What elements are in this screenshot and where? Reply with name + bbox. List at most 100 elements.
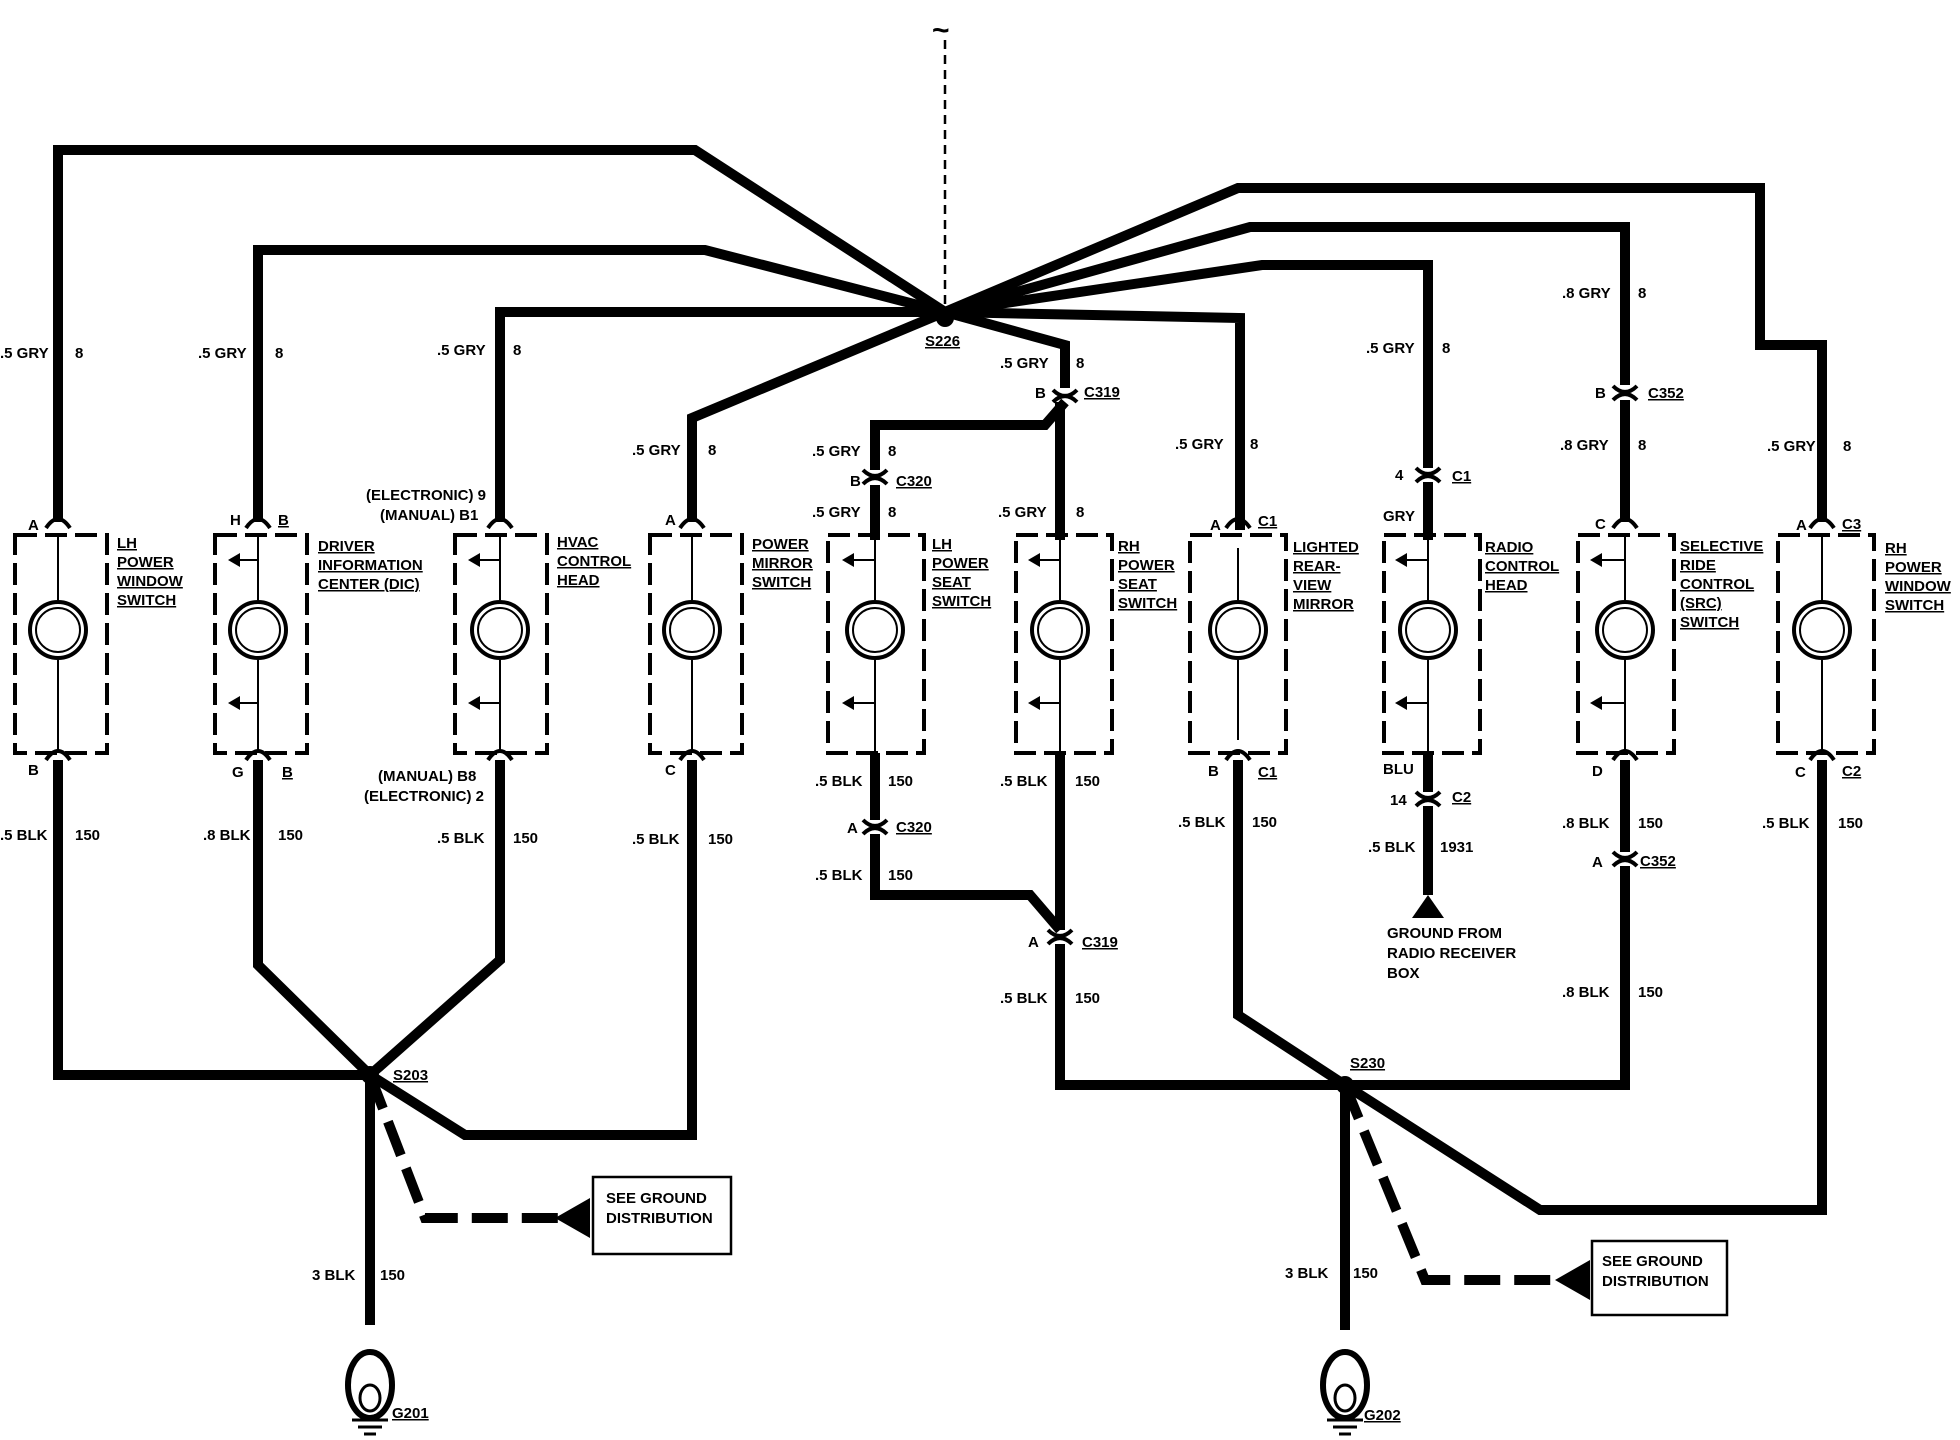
label-components-lh-power-seat-switch-1: POWER — [932, 555, 989, 572]
label-components-lighted-rearview-mirror-0: LIGHTED — [1293, 539, 1359, 556]
label-wire-labels-circuit-8: 8 — [513, 342, 521, 359]
label-wire-labels-circuit-150: 150 — [1075, 773, 1100, 790]
label-pins-D: D — [1592, 763, 1603, 780]
label-components-lighted-rearview-mirror-3: MIRROR — [1293, 596, 1354, 613]
lamp-rearview — [1208, 548, 1268, 740]
lamp-dic — [228, 535, 288, 753]
ground-g201: G201 — [345, 1349, 429, 1436]
label-connectors-c352: C352 — [1648, 385, 1684, 402]
label-wire-labels-circuit-150: 150 — [1638, 815, 1663, 832]
label-connectors-c1: C1 — [1452, 468, 1471, 485]
label-wire-labels-blu: BLU — [1383, 761, 1414, 778]
ground-arrows — [555, 1198, 1590, 1300]
label-pins-A: A — [847, 820, 858, 837]
radio-ground-label: GROUND FROM RADIO RECEIVER BOX — [1387, 925, 1516, 982]
label-pins-B: B — [1208, 763, 1219, 780]
label-radio-ground-1: RADIO RECEIVER — [1387, 945, 1516, 962]
label-components-rh-power-seat-switch-3: SWITCH — [1118, 595, 1177, 612]
label-pins-hvac-top-1: (MANUAL) B1 — [380, 507, 478, 524]
label-wire-labels-circuit-150: 150 — [1838, 815, 1863, 832]
label-components-power-mirror-switch-1: MIRROR — [752, 555, 813, 572]
lh-power-window-switch-label: LH POWER WINDOW SWITCH — [117, 535, 184, 609]
label-pins-H: H — [230, 512, 241, 529]
top-lead: ~ — [932, 14, 950, 312]
label-wire-labels-circuit-150: 150 — [888, 773, 913, 790]
label-components-selective-ride-control-1: RIDE — [1680, 557, 1716, 574]
label-components-rh-power-seat-switch-1: POWER — [1118, 557, 1175, 574]
label-wire-labels-circuit-150: 150 — [888, 867, 913, 884]
label-pins-C: C — [1595, 516, 1606, 533]
see-ground-1-line2: DISTRIBUTION — [606, 1210, 713, 1227]
label-components-driver-information-center-0: DRIVER — [318, 538, 375, 555]
label-components-radio-control-head-0: RADIO — [1485, 539, 1534, 556]
lamp-lh-window — [28, 535, 88, 753]
label-pins-A: A — [665, 512, 676, 529]
g201-label: G201 — [392, 1405, 429, 1422]
top-symbol: ~ — [932, 14, 950, 47]
label-wire-labels-circuit-8: 8 — [75, 345, 83, 362]
splice-s226: S226 — [925, 309, 960, 350]
label-wire-labels-gry-5: .5 GRY — [1767, 438, 1816, 455]
label-wire-labels-blk-8: .8 BLK — [203, 827, 251, 844]
label-components-rh-power-window-switch-3: SWITCH — [1885, 597, 1944, 614]
label-components-radio-control-head-2: HEAD — [1485, 577, 1528, 594]
label-wire-labels-blk-5: .5 BLK — [437, 830, 485, 847]
label-components-rh-power-seat-switch-0: RH — [1118, 538, 1140, 555]
connector-labels: A B H B G B (ELECTRONIC) 9 (MANUAL) B1 (… — [28, 384, 1861, 951]
label-components-hvac-control-head-1: CONTROL — [557, 553, 631, 570]
label-pins-A: A — [1592, 854, 1603, 871]
label-wire-labels-blk-8: .8 BLK — [1562, 815, 1610, 832]
label-pins-radio-4: 4 — [1395, 467, 1404, 484]
label-pins-hvac-top-0: (ELECTRONIC) 9 — [366, 487, 486, 504]
label-connectors-c352: C352 — [1640, 853, 1676, 870]
label-components-lh-power-window-switch-1: POWER — [117, 554, 174, 571]
label-wire-labels-circuit-150: 150 — [75, 827, 100, 844]
label-components-rh-power-window-switch-0: RH — [1885, 540, 1907, 557]
label-wire-labels-blk-5: .5 BLK — [815, 773, 863, 790]
label-wire-labels-circuit-8: 8 — [888, 443, 896, 460]
label-wire-labels-blk-5: .5 BLK — [1368, 839, 1416, 856]
label-wire-labels-blk-5: .5 BLK — [0, 827, 48, 844]
label-pins-A: A — [1796, 517, 1807, 534]
label-wire-labels-blk-5: .5 BLK — [1178, 814, 1226, 831]
see-ground-2-line2: DISTRIBUTION — [1602, 1273, 1709, 1290]
label-wire-labels-blk-5: .5 BLK — [1762, 815, 1810, 832]
label-components-selective-ride-control-4: SWITCH — [1680, 614, 1739, 631]
label-wire-labels-gry-5: .5 GRY — [998, 504, 1047, 521]
label-components-hvac-control-head-0: HVAC — [557, 534, 599, 551]
lamp-hvac — [468, 535, 530, 753]
label-connectors-c2: C2 — [1842, 763, 1861, 780]
label-pins-B: B — [1595, 385, 1606, 402]
label-pins-radio-14: 14 — [1390, 792, 1407, 809]
label-components-lh-power-window-switch-0: LH — [117, 535, 137, 552]
label-components-rh-power-window-switch-2: WINDOW — [1885, 578, 1952, 595]
label-wire-labels-blk-8: .8 BLK — [1562, 984, 1610, 1001]
power-mirror-switch-label: POWER MIRROR SWITCH — [752, 536, 813, 591]
label-components-lighted-rearview-mirror-1: REAR- — [1293, 558, 1341, 575]
label-connectors-c320: C320 — [896, 819, 932, 836]
g202-label: G202 — [1364, 1407, 1401, 1424]
label-wire-labels-blk-5: .5 BLK — [632, 831, 680, 848]
label-wire-labels-circuit-8: 8 — [1843, 438, 1851, 455]
src-switch-label: SELECTIVE RIDE CONTROL (SRC) SWITCH — [1680, 538, 1763, 631]
label-pins-C: C — [1795, 764, 1806, 781]
label-components-lh-power-seat-switch-2: SEAT — [932, 574, 971, 591]
label-wire-labels-circuit-8: 8 — [708, 442, 716, 459]
label-wire-labels-circuit-150: 150 — [1252, 814, 1277, 831]
splice-s203: S203 — [361, 1066, 428, 1084]
label-components-selective-ride-control-2: CONTROL — [1680, 576, 1754, 593]
label-pins-B: B — [850, 473, 861, 490]
label-wire-labels-gry-5: .5 GRY — [437, 342, 486, 359]
label-connectors-c1: C1 — [1258, 764, 1277, 781]
see-ground-box-1: SEE GROUND DISTRIBUTION — [591, 1175, 733, 1256]
label-components-lh-power-seat-switch-0: LH — [932, 536, 952, 553]
rh-power-seat-switch-label: RH POWER SEAT SWITCH — [1118, 538, 1177, 612]
label-wire-labels-circuit-8: 8 — [1076, 355, 1084, 372]
lamp-mirror-switch — [662, 535, 722, 753]
label-connectors-c319: C319 — [1084, 384, 1120, 401]
lh-power-seat-switch-label: LH POWER SEAT SWITCH — [932, 536, 991, 610]
label-components-power-mirror-switch-2: SWITCH — [752, 574, 811, 591]
label-wire-labels-gry-5: .5 GRY — [1366, 340, 1415, 357]
lamp-lh-seat — [842, 540, 905, 753]
